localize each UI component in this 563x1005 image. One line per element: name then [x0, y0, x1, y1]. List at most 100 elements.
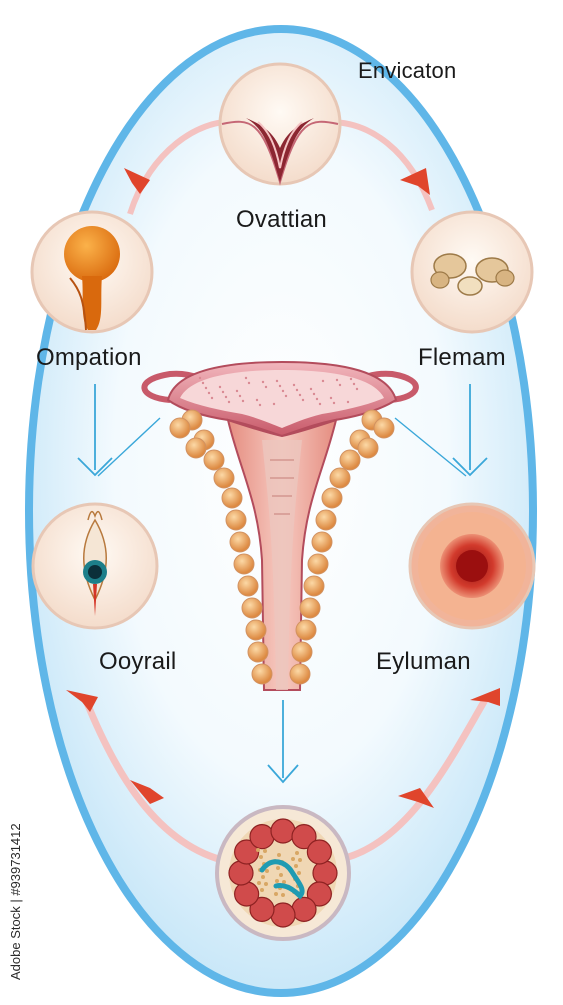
follicle-bead — [299, 597, 321, 619]
uterus-speckle — [292, 383, 296, 387]
granule — [282, 880, 286, 884]
follicle-bead — [311, 531, 333, 553]
follicle-bead — [229, 531, 251, 553]
granule — [260, 888, 264, 892]
follicle-bead — [225, 509, 247, 531]
granule — [277, 853, 281, 857]
follicle-bead — [321, 487, 343, 509]
uterus-speckle — [281, 389, 285, 393]
granule — [281, 893, 285, 897]
right-lower-stage-circle — [408, 502, 536, 630]
granule — [295, 851, 299, 855]
uterus-speckle — [238, 394, 242, 398]
uterus-speckle — [329, 396, 333, 400]
uterus-speckle — [218, 385, 222, 389]
uterus-speckle — [301, 398, 305, 402]
granule — [275, 879, 279, 883]
follicle-bead — [213, 467, 235, 489]
cell — [291, 824, 317, 850]
uterus-speckle — [349, 377, 353, 381]
follicle-bead — [357, 437, 379, 459]
lower-cycle-arrows — [66, 688, 500, 864]
granule — [276, 866, 280, 870]
uterus-speckle — [318, 402, 322, 406]
left-upper-stage-label: Ompation — [36, 344, 142, 371]
cell — [249, 824, 275, 850]
sperm-structure — [259, 859, 305, 900]
uterus-speckle — [235, 389, 239, 393]
left-lower-stage-label: Ooyrail — [99, 648, 177, 675]
uterus-speckle — [346, 400, 350, 404]
uterus-speckle — [315, 397, 319, 401]
granule — [265, 869, 269, 873]
uterus-speckle — [355, 387, 359, 391]
cell — [228, 860, 254, 886]
right-upper-stage-label: Flemam — [418, 344, 506, 371]
follicle-bead — [307, 553, 329, 575]
uterus-speckle — [247, 381, 251, 385]
granule — [257, 881, 261, 885]
follicle-bead — [291, 641, 313, 663]
granule — [256, 848, 260, 852]
follicle-bead — [245, 619, 267, 641]
cell — [249, 896, 275, 922]
arrow-head-upper-left — [124, 168, 150, 194]
arrow-head-lower-left-mid — [130, 780, 164, 804]
uterus-speckle — [198, 376, 202, 380]
uterus-speckle — [244, 376, 248, 380]
granule — [291, 857, 295, 861]
follicle-bead — [339, 449, 361, 471]
right-upper-stage-circle — [410, 210, 534, 334]
follicle-bead — [185, 437, 207, 459]
uterus-speckle — [298, 393, 302, 397]
uterus-speckle — [284, 394, 288, 398]
cell — [291, 896, 317, 922]
cell — [234, 839, 260, 865]
arrow-head-lower-left-top — [66, 690, 98, 712]
follicle-bead — [241, 597, 263, 619]
top-stage-label: Ovattian — [236, 206, 327, 233]
granule — [264, 882, 268, 886]
granule — [279, 873, 283, 877]
follicle-bead — [233, 553, 255, 575]
uterus-speckle — [227, 400, 231, 404]
follicle-bead — [251, 663, 273, 685]
follicle-bead — [247, 641, 269, 663]
cell — [312, 860, 338, 886]
uterus-speckle — [204, 386, 208, 390]
arrow-head-upper-right — [400, 168, 430, 195]
cell — [270, 818, 296, 844]
uterus-speckle — [338, 383, 342, 387]
follicle-bead — [237, 575, 259, 597]
follicle-bead — [373, 417, 395, 439]
arrow-head-lower-right-top — [470, 688, 500, 706]
follicle-bead — [329, 467, 351, 489]
cell — [234, 881, 260, 907]
follicle-bead — [169, 417, 191, 439]
top-stage-circle — [218, 62, 342, 186]
follicle-bead — [203, 449, 225, 471]
uterus-speckle — [207, 391, 211, 395]
uterus-speckle — [224, 395, 228, 399]
granule — [298, 858, 302, 862]
cell — [306, 881, 332, 907]
uterus-speckle — [321, 379, 325, 383]
uterus-speckle — [352, 382, 356, 386]
uterus-speckle — [278, 384, 282, 388]
uterus-speckle — [312, 392, 316, 396]
blue-arrows — [77, 384, 488, 784]
uterus-speckle — [332, 401, 336, 405]
uterus-speckle — [255, 398, 259, 402]
left-lower-stage-circle — [31, 502, 159, 630]
stock-watermark: Adobe Stock | #939731412 — [8, 823, 23, 980]
uterus-speckle — [221, 390, 225, 394]
granule — [263, 849, 267, 853]
granule — [297, 871, 301, 875]
right-lower-stage-label: Eyluman — [376, 648, 471, 675]
uterus-speckle — [272, 402, 276, 406]
uterus-speckle — [201, 381, 205, 385]
uterus-speckle — [210, 396, 214, 400]
follicle-bead — [315, 509, 337, 531]
